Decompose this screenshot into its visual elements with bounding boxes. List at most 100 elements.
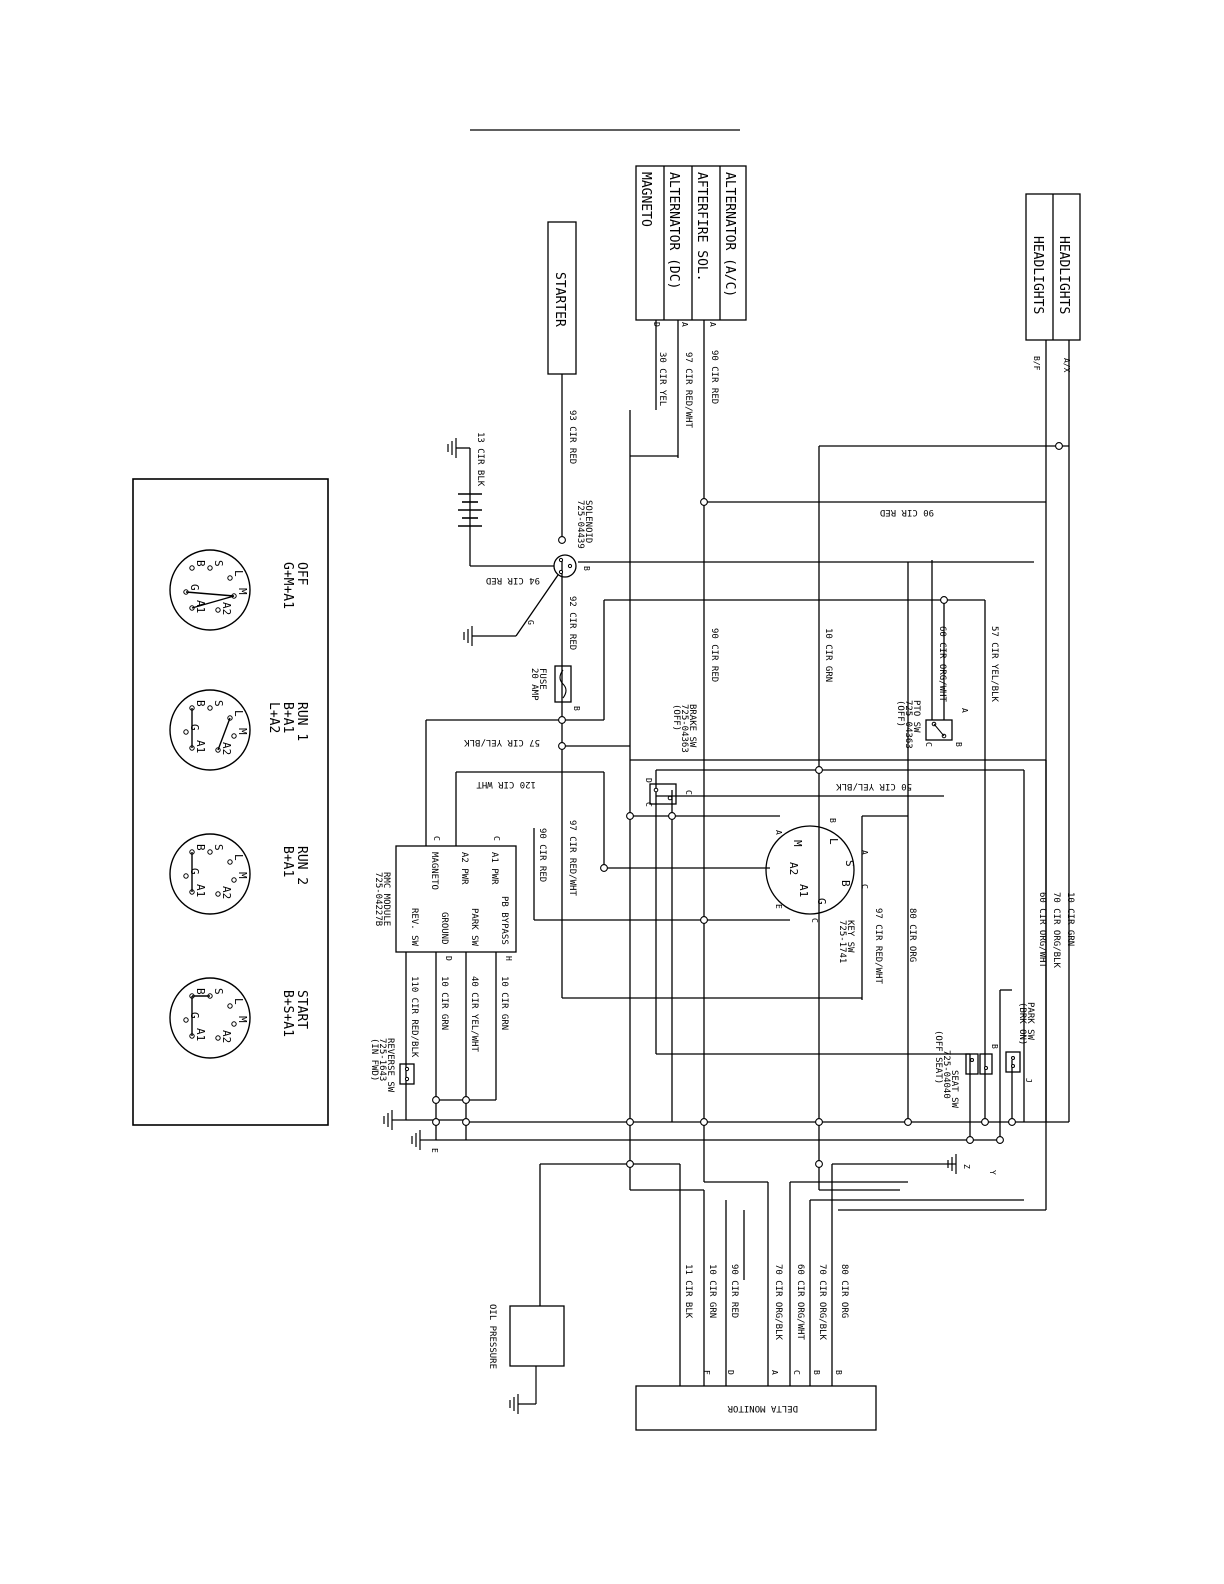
key-terminal-label: M — [236, 588, 249, 595]
svg-text:13 CIR BLK: 13 CIR BLK — [475, 432, 485, 487]
key-terminal-label: G — [188, 724, 201, 731]
key-position-combo: B+A1 — [280, 846, 295, 877]
key-terminal-label: S — [212, 700, 225, 707]
key-terminal-dot — [215, 607, 221, 613]
svg-text:C: C — [644, 802, 653, 807]
key-position-name: OFF — [294, 562, 309, 586]
park-switch-component: PARK SW (BRK ON) J Y Z — [962, 989, 1035, 1175]
svg-text:G: G — [526, 620, 535, 625]
svg-text:REVERSE SW: REVERSE SW — [385, 1038, 395, 1093]
svg-text:D: D — [726, 1370, 735, 1375]
svg-text:S: S — [843, 860, 856, 867]
svg-text:30 CIR YEL: 30 CIR YEL — [657, 352, 667, 406]
svg-text:70 CIR ORG/BLK: 70 CIR ORG/BLK — [817, 1264, 827, 1340]
ground-symbols — [383, 438, 957, 1414]
solenoid-component: SOLENOID 725-04439 B G — [470, 500, 593, 637]
key-terminal-label: G — [188, 584, 201, 591]
key-terminal-label: S — [212, 844, 225, 851]
svg-text:57 CIR YEL/BLK: 57 CIR YEL/BLK — [464, 737, 540, 747]
reverse-switch-component: REVERSE SW 725-1643 (IN FWD) E — [369, 1038, 439, 1153]
ground-icon — [447, 438, 457, 458]
svg-text:B: B — [990, 1044, 999, 1049]
svg-text:PB BYPASS: PB BYPASS — [499, 896, 509, 945]
ground-icon — [509, 1394, 519, 1414]
svg-text:(IN FWD): (IN FWD) — [369, 1038, 379, 1081]
svg-text:10 CIR GRN: 10 CIR GRN — [707, 1264, 717, 1318]
junction-dot — [996, 1136, 1004, 1144]
key-contact-link — [191, 595, 235, 609]
svg-text:20 AMP: 20 AMP — [529, 668, 539, 701]
junction-dot — [558, 716, 566, 724]
ground-icon — [383, 1110, 393, 1130]
svg-text:J: J — [1024, 1078, 1033, 1083]
seat-switch-component: SEAT SW 725-04040 (OFF SEAT) B — [933, 1030, 999, 1109]
svg-text:B: B — [839, 880, 852, 887]
key-terminal-label: A1 — [194, 600, 207, 613]
svg-text:A: A — [960, 708, 969, 713]
svg-text:97 CIR RED/WHT: 97 CIR RED/WHT — [683, 352, 693, 428]
svg-text:A2 PWR: A2 PWR — [459, 852, 469, 885]
svg-text:B/F: B/F — [1032, 356, 1041, 371]
battery-component: 13 CIR BLK — [456, 432, 485, 566]
svg-text:PARK SW: PARK SW — [1025, 1002, 1035, 1041]
svg-text:C: C — [684, 790, 693, 795]
ground-icon — [463, 626, 473, 646]
svg-text:PTO SW: PTO SW — [911, 700, 921, 733]
svg-text:(OFF SEAT): (OFF SEAT) — [933, 1030, 943, 1084]
svg-text:AFTERFIRE SOL.: AFTERFIRE SOL. — [694, 172, 709, 282]
svg-text:C: C — [860, 884, 869, 889]
key-terminal-dot — [227, 859, 233, 865]
svg-text:C: C — [924, 742, 933, 747]
key-terminal-label: L — [232, 710, 245, 717]
key-position-combo: G+M+A1 — [280, 562, 295, 609]
key-terminal-label: A2 — [220, 602, 233, 615]
svg-text:70 CIR ORG/BLK: 70 CIR ORG/BLK — [1051, 892, 1061, 968]
junction-dot — [1055, 442, 1063, 450]
junction-dot — [700, 498, 708, 506]
junction-dot — [700, 1118, 708, 1126]
key-terminal-label: M — [236, 872, 249, 879]
key-terminal-dot — [231, 733, 237, 739]
key-terminal-dot — [189, 565, 195, 571]
svg-text:60 CIR ORG/WHT: 60 CIR ORG/WHT — [795, 1264, 805, 1340]
svg-text:C: C — [432, 836, 441, 841]
junction-dot — [626, 1118, 634, 1126]
monitor-feed-wires — [539, 1164, 1024, 1386]
brake-switch-component: BRAKE SW 725-04363 (OFF) D C C — [644, 704, 697, 807]
junction-dot — [462, 1096, 470, 1104]
svg-text:725-04363: 725-04363 — [679, 704, 689, 753]
svg-text:L: L — [827, 838, 840, 845]
svg-text:B: B — [812, 1370, 821, 1375]
svg-text:A1 PWR: A1 PWR — [489, 852, 499, 885]
junction-dot — [904, 1118, 912, 1126]
key-terminal-dot — [227, 1003, 233, 1009]
svg-text:A2: A2 — [787, 862, 800, 875]
engine-connector-block: ALTERNATOR (A/C) AFTERFIRE SOL. ALTERNAT… — [635, 165, 747, 327]
svg-text:DELTA MONITOR: DELTA MONITOR — [727, 1403, 798, 1413]
key-terminal-label: B — [194, 988, 207, 995]
key-switch-component: L S B G A1 A2 M B A C C E A KEY SW 725-1… — [765, 818, 869, 963]
svg-text:97 CIR RED/WHT: 97 CIR RED/WHT — [567, 820, 577, 896]
svg-text:A/X: A/X — [1062, 358, 1071, 373]
fuse-component: FUSE 20 AMP B — [529, 665, 581, 711]
svg-text:80 CIR ORG: 80 CIR ORG — [839, 1264, 849, 1318]
svg-text:REV. SW: REV. SW — [409, 908, 419, 947]
junction-dot — [668, 812, 676, 820]
svg-text:93 CIR RED: 93 CIR RED — [567, 410, 577, 464]
key-terminal-label: M — [236, 728, 249, 735]
key-terminal-label: B — [194, 700, 207, 707]
key-terminal-label: A1 — [194, 740, 207, 753]
key-terminal-label: B — [194, 560, 207, 567]
headlights-component: HEADLIGHTS HEADLIGHTS A/X B/F — [1025, 193, 1081, 373]
svg-text:60 CIR ORG/WHT: 60 CIR ORG/WHT — [937, 626, 947, 702]
svg-text:H: H — [504, 956, 513, 961]
svg-text:B: B — [572, 706, 581, 711]
svg-text:A: A — [708, 322, 717, 327]
svg-text:90 CIR RED: 90 CIR RED — [729, 1264, 739, 1318]
vertical-wires — [405, 320, 1070, 1210]
